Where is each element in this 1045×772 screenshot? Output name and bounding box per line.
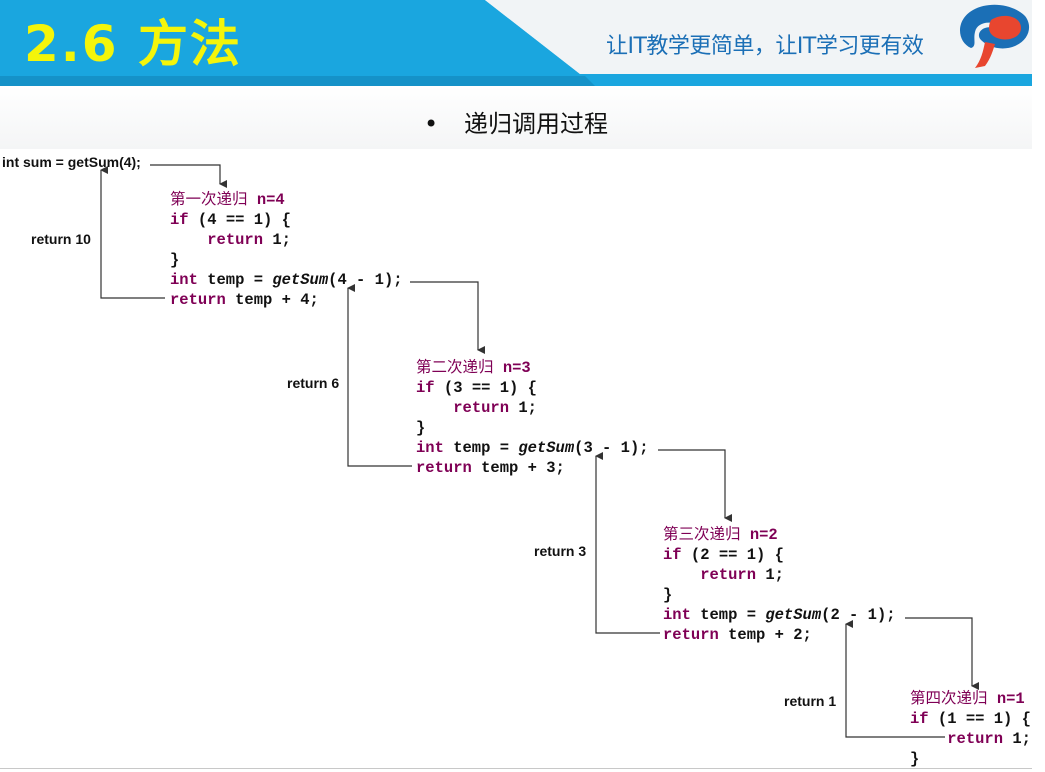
call-arrow-4 <box>905 617 979 690</box>
block-n: n=3 <box>502 359 531 377</box>
if-condition: (2 == 1) { <box>681 546 784 564</box>
kw-if: if <box>910 710 929 728</box>
call-args: (4 - 1); <box>328 271 403 289</box>
return-expr: temp + 3; <box>471 459 565 477</box>
call-arrow-3 <box>658 449 732 522</box>
slide-subtitle: • 递归调用过程 <box>424 104 608 139</box>
slogan: 让IT教学更简单，让IT学习更有效 <box>606 34 924 59</box>
block-n: n=1 <box>996 690 1025 708</box>
return-value: 1; <box>1003 730 1031 748</box>
temp-assign: temp = <box>690 606 766 624</box>
bullet: • <box>424 110 439 138</box>
block-n: n=4 <box>256 191 285 209</box>
block-heading: 第四次递归 <box>910 689 988 707</box>
return-arrow-1 <box>845 620 945 738</box>
slide-title: 2.6 方法 <box>24 15 242 73</box>
return-label-6: return 6 <box>287 375 340 391</box>
recursion-block-4: 第四次递归 n=1 if (1 == 1) { return 1; } <box>910 688 1031 769</box>
recursive-call: getSum <box>272 271 329 289</box>
kw-if: if <box>663 546 682 564</box>
temp-assign: temp = <box>443 439 519 457</box>
return-arrow-10 <box>100 166 165 299</box>
recursion-block-2: 第二次递归 n=3 if (3 == 1) { return 1; } int … <box>416 357 649 478</box>
subtitle-bar <box>0 86 1032 149</box>
recursive-call: getSum <box>518 439 575 457</box>
kw-return: return <box>416 459 472 477</box>
close-brace: } <box>910 750 920 768</box>
call-arrow-1 <box>150 164 227 188</box>
return-value: 1; <box>263 231 291 249</box>
call-args: (3 - 1); <box>574 439 649 457</box>
kw-int: int <box>416 439 444 457</box>
page-edge <box>1032 0 1045 772</box>
call-args: (2 - 1); <box>821 606 896 624</box>
close-brace: } <box>416 419 426 437</box>
return-expr: temp + 4; <box>225 291 319 309</box>
kw-return: return <box>947 730 1004 748</box>
recursive-call: getSum <box>765 606 822 624</box>
block-n: n=2 <box>749 526 778 544</box>
kw-return: return <box>453 399 510 417</box>
return-arrow-6 <box>347 284 412 467</box>
logo-icon <box>960 4 1030 68</box>
if-condition: (1 == 1) { <box>928 710 1031 728</box>
kw-int: int <box>170 271 198 289</box>
subtitle-text: 递归调用过程 <box>464 110 608 138</box>
recursion-block-3: 第三次递归 n=2 if (2 == 1) { return 1; } int … <box>663 524 896 645</box>
return-expr: temp + 2; <box>718 626 812 644</box>
close-brace: } <box>170 251 180 269</box>
close-brace: } <box>663 586 673 604</box>
block-heading: 第三次递归 <box>663 525 741 543</box>
return-label-3: return 3 <box>534 543 587 559</box>
kw-return: return <box>663 626 719 644</box>
call-arrow-2 <box>410 281 485 354</box>
page-bottom-line <box>0 768 1032 769</box>
block-heading: 第一次递归 <box>170 190 248 208</box>
if-condition: (3 == 1) { <box>434 379 537 397</box>
if-condition: (4 == 1) { <box>188 211 291 229</box>
kw-return: return <box>207 231 264 249</box>
return-arrow-3 <box>595 452 660 634</box>
return-value: 1; <box>756 566 784 584</box>
slide-header: 2.6 方法 让IT教学更简单，让IT学习更有效 <box>0 0 1032 86</box>
kw-int: int <box>663 606 691 624</box>
return-value: 1; <box>509 399 537 417</box>
recursion-block-1: 第一次递归 n=4 if (4 == 1) { return 1; } int … <box>170 189 403 310</box>
kw-return: return <box>700 566 757 584</box>
block-heading: 第二次递归 <box>416 358 494 376</box>
kw-return: return <box>170 291 226 309</box>
return-label-1: return 1 <box>784 693 837 709</box>
return-label-10: return 10 <box>31 231 91 247</box>
header-band <box>0 0 1032 86</box>
kw-if: if <box>416 379 435 397</box>
temp-assign: temp = <box>197 271 273 289</box>
kw-if: if <box>170 211 189 229</box>
